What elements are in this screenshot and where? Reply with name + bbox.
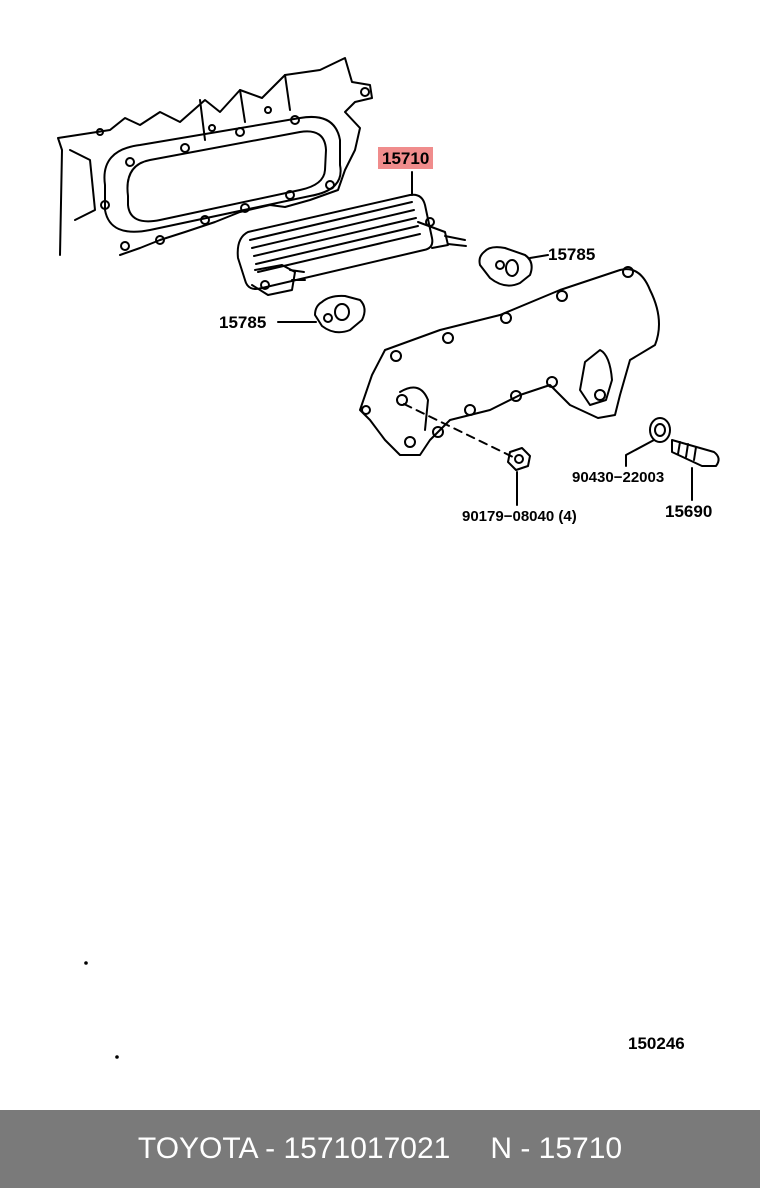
gasket-right: [478, 246, 549, 287]
washer-part: [625, 417, 671, 467]
part-label-gasket-right[interactable]: 15785: [548, 245, 596, 264]
part-number-highlight[interactable]: 15710: [378, 147, 434, 169]
exploded-view-drawing: [57, 57, 720, 1059]
footer-brand-part: TOYOTA - 1571017021: [137, 1132, 451, 1165]
plug-part: [671, 439, 720, 501]
footer-bar: TOYOTA - 1571017021 N - 15710: [0, 1110, 760, 1188]
part-label-nut[interactable]: 90179−08040 (4): [462, 508, 577, 525]
cooler-housing: [359, 266, 660, 456]
parts-diagram: 15710 15785 15785 90430−22003 90179−0804…: [57, 57, 720, 1059]
part-label-gasket-left[interactable]: 15785: [219, 313, 267, 332]
footer-ref: N - 15710: [490, 1132, 623, 1165]
part-label-plug[interactable]: 15690: [665, 502, 713, 521]
engine-block: [57, 57, 373, 256]
part-label-washer[interactable]: 90430−22003: [572, 469, 665, 486]
nut-part: [507, 447, 531, 506]
gasket-left: [277, 294, 366, 334]
part-label-oil-cooler[interactable]: 15710: [378, 147, 434, 169]
diagram-id: 150246: [628, 1034, 685, 1053]
oil-cooler: [236, 193, 467, 296]
